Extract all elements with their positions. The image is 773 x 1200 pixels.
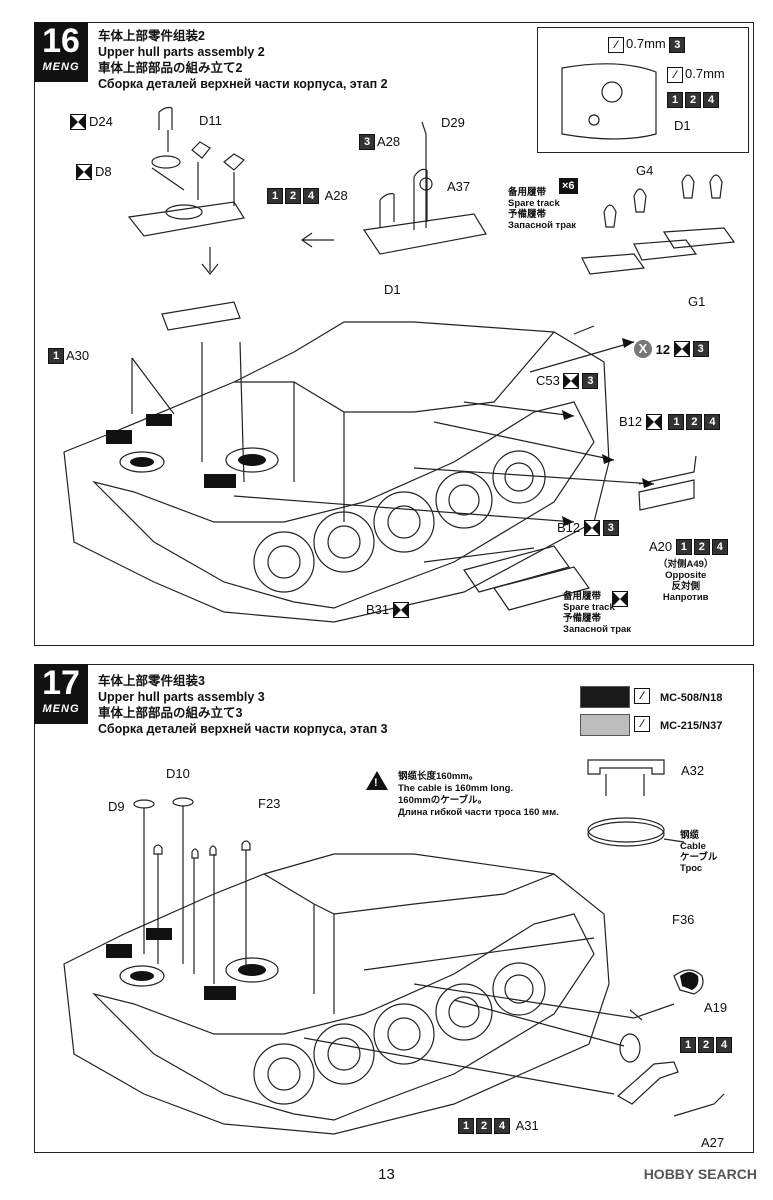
hourglass-icon [645, 413, 662, 430]
cable-note: 钢缆长度160mm。 The cable is 160mm long. 160m… [398, 771, 559, 818]
warning-icon [366, 771, 388, 790]
inset-drill1: ⁄0.7mm 3 [608, 36, 687, 53]
watermark: HOBBY SEARCH [643, 1166, 757, 1182]
brush-icon: ∕ [634, 716, 650, 732]
label-d11: D11 [199, 113, 222, 128]
step-number: 16 [42, 22, 80, 60]
label-d9: D9 [108, 799, 125, 814]
label-x12: X 12 3 [634, 340, 711, 358]
hourglass-icon [612, 590, 628, 607]
title-zh: 车体上部零件组装3 [98, 674, 205, 688]
drill-icon: ⁄ [608, 36, 624, 53]
label-d8: D8 [76, 163, 112, 180]
spare-track-label: 备用履带 Spare track 予備履帯 Запасной трак [508, 187, 577, 231]
hourglass-icon [76, 163, 92, 180]
label-g1: G1 [688, 294, 706, 309]
title-jp: 車体上部部品の組み立て2 [98, 61, 243, 75]
inset-part-d1: D1 [674, 118, 691, 133]
label-a37: A37 [447, 179, 471, 194]
step-17-illustration [63, 759, 725, 1135]
brand-logo: MENG [42, 61, 80, 73]
label-b31: B31 [366, 601, 412, 618]
title-en: Upper hull parts assembly 3 [98, 690, 265, 704]
drill-icon: ⁄ [667, 66, 683, 83]
title-jp: 車体上部部品の組み立て3 [98, 706, 243, 720]
inset-drill2: ⁄0.7mm [667, 66, 725, 83]
paint-swatch-grey [580, 714, 630, 736]
step-16-badge: 16 MENG [34, 22, 88, 82]
step-17-titles: 车体上部零件组装3 Upper hull parts assembly 3 車体… [98, 673, 498, 737]
paint-code-2: MC-215/N37 [660, 720, 723, 732]
title-ru: Сборка деталей верхней части корпуса, эт… [98, 77, 388, 91]
step-number: 17 [42, 664, 80, 702]
label-a32: A32 [681, 763, 705, 778]
page-number: 13 [378, 1166, 395, 1183]
label-d24: D24 [70, 113, 113, 130]
cable-label: 钢缆 Cable ケーブル Трос [680, 830, 718, 874]
hourglass-icon [563, 372, 580, 389]
step-16-illustration [63, 63, 736, 623]
label-c53: C53 3 [536, 372, 600, 389]
brand-logo: MENG [42, 703, 80, 715]
label-b12-bot: B12 3 [557, 519, 621, 536]
hourglass-icon [392, 601, 409, 618]
label-a27: A27 [701, 1135, 725, 1150]
title-zh: 车体上部零件组装2 [98, 29, 205, 43]
opposite-note: （对侧A49） Opposite 反対側 Напротив [658, 559, 714, 603]
hourglass-icon [673, 341, 690, 357]
spare-track-label-2: 备用履带 Spare track 予備履帯 Запасной трак [563, 591, 632, 635]
label-a19: A19 [704, 1000, 728, 1015]
label-f23: F23 [258, 796, 281, 811]
spare-multiplier: ×6 [559, 178, 578, 194]
no-glue-icon: X [634, 340, 652, 358]
inset-drill1-box: 3 [669, 36, 686, 53]
title-ru: Сборка деталей верхней части корпуса, эт… [98, 722, 388, 736]
step-17-panel [34, 664, 754, 1153]
inset-box [537, 27, 749, 153]
brush-icon: ∕ [634, 688, 650, 704]
label-d10: D10 [166, 766, 190, 781]
step-16-titles: 车体上部零件组装2 Upper hull parts assembly 2 車体… [98, 28, 498, 92]
title-en: Upper hull parts assembly 2 [98, 45, 265, 59]
paint-code-1: MC-508/N18 [660, 692, 723, 704]
hourglass-icon [583, 519, 600, 536]
label-g4: G4 [636, 163, 654, 178]
hourglass-icon [70, 113, 86, 130]
step-17-badge: 17 MENG [34, 664, 88, 724]
paint-swatch-dark [580, 686, 630, 708]
label-d29: D29 [441, 115, 465, 130]
label-d1: D1 [384, 282, 401, 297]
label-f36: F36 [672, 912, 695, 927]
